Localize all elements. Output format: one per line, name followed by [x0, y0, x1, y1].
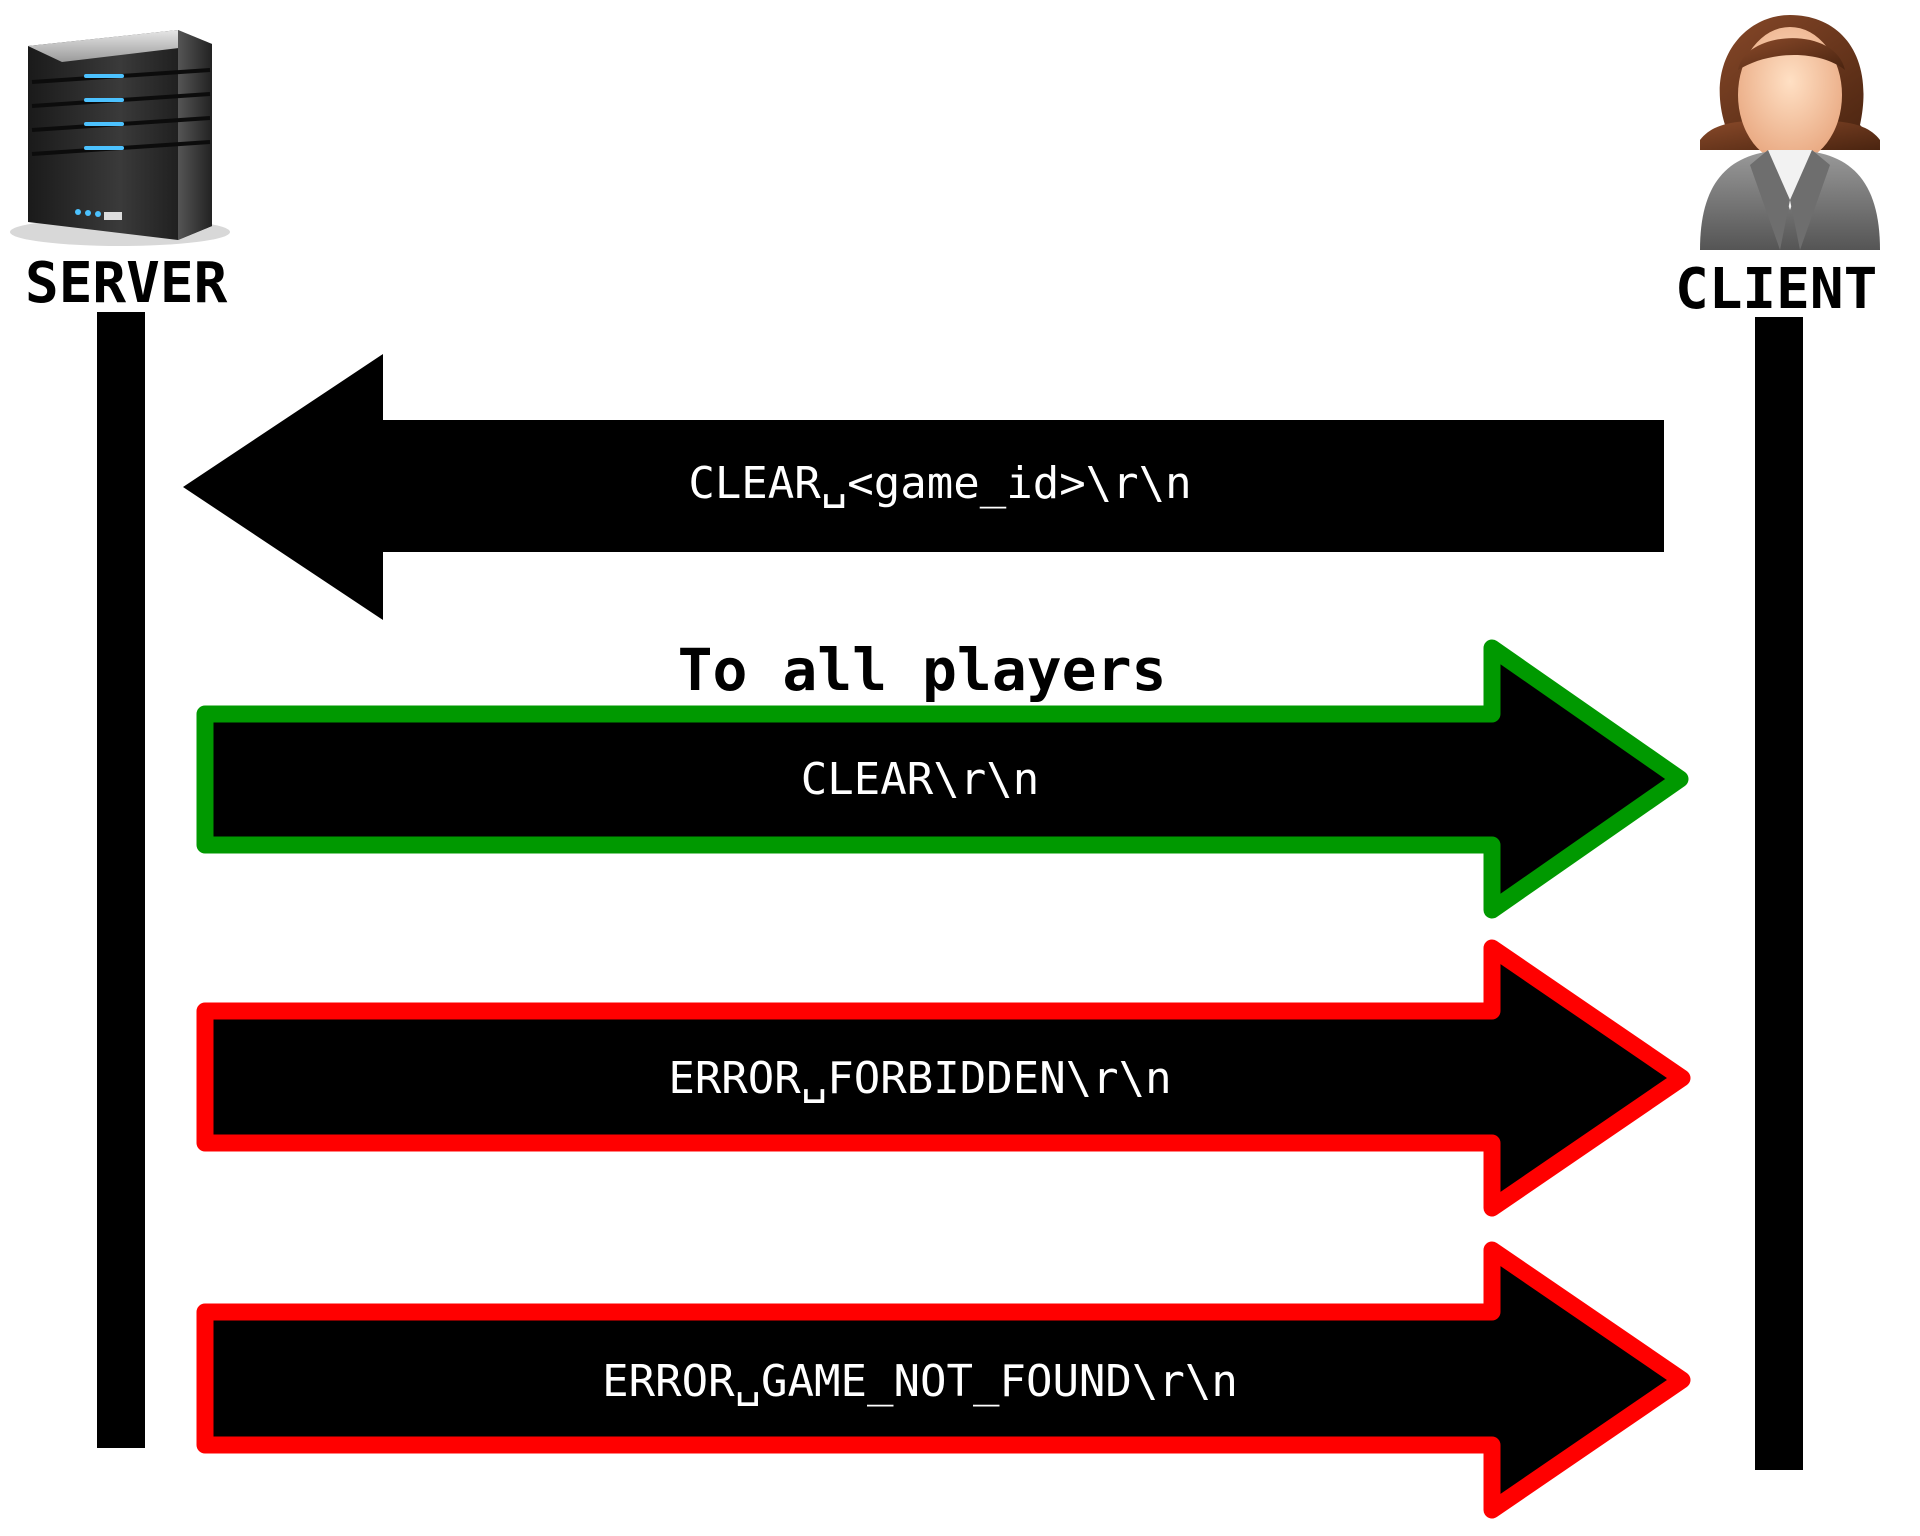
message-clear-broadcast: To all players CLEAR\r\n	[196, 636, 1689, 919]
arrow-left	[183, 354, 1664, 620]
arrow-right-success	[196, 639, 1689, 919]
message-label: CLEAR\r\n	[801, 754, 1039, 805]
client-label: CLIENT	[1675, 257, 1877, 322]
server-icon	[10, 30, 230, 246]
message-error-forbidden: ERROR␣FORBIDDEN\r\n	[196, 939, 1691, 1217]
message-label: ERROR␣GAME_NOT_FOUND\r\n	[602, 1356, 1238, 1407]
arrow-right-error	[196, 939, 1691, 1217]
message-error-game-not-found: ERROR␣GAME_NOT_FOUND\r\n	[196, 1241, 1691, 1519]
message-label: CLEAR␣<game_id>\r\n	[688, 458, 1191, 509]
server-lifeline	[97, 312, 145, 1448]
arrow-right-error	[196, 1241, 1691, 1519]
broadcast-note: To all players	[678, 636, 1167, 704]
message-label: ERROR␣FORBIDDEN\r\n	[668, 1053, 1171, 1104]
server-label: SERVER	[25, 251, 228, 316]
client-lifeline	[1755, 317, 1803, 1470]
user-avatar-icon	[1700, 15, 1880, 250]
message-clear-request: CLEAR␣<game_id>\r\n	[183, 354, 1664, 620]
